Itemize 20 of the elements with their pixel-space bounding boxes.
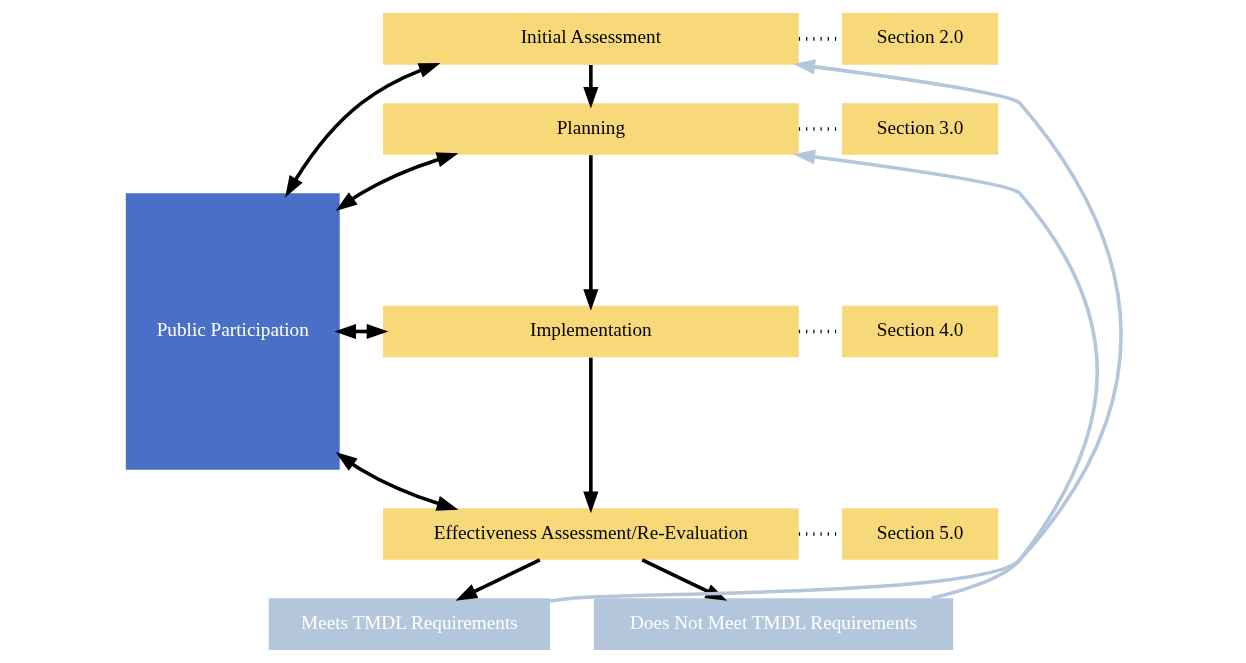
node-box: Planning <box>382 103 799 155</box>
node-box: Public Participation <box>125 193 340 470</box>
node-box: Implementation <box>382 305 799 358</box>
arrow <box>582 357 598 514</box>
arrow <box>284 63 440 198</box>
arrow <box>792 149 1099 600</box>
arrow <box>582 155 598 311</box>
node-box: Effectiveness Assessment/Re-Evaluation <box>382 508 799 560</box>
node-box: Section 3.0 <box>841 103 998 155</box>
node-box: Initial Assessment <box>382 13 799 65</box>
node-box: Section 2.0 <box>841 13 998 65</box>
node-box: Meets TMDL Requirements <box>268 598 550 650</box>
arrow <box>582 65 598 109</box>
node-box: Does Not Meet TMDL Requirements <box>593 598 953 650</box>
node-box: Section 5.0 <box>841 508 998 560</box>
arrow <box>335 451 458 511</box>
arrow <box>454 558 541 601</box>
node-box: Section 4.0 <box>841 305 998 358</box>
arrow <box>335 152 458 212</box>
arrow <box>333 323 388 340</box>
